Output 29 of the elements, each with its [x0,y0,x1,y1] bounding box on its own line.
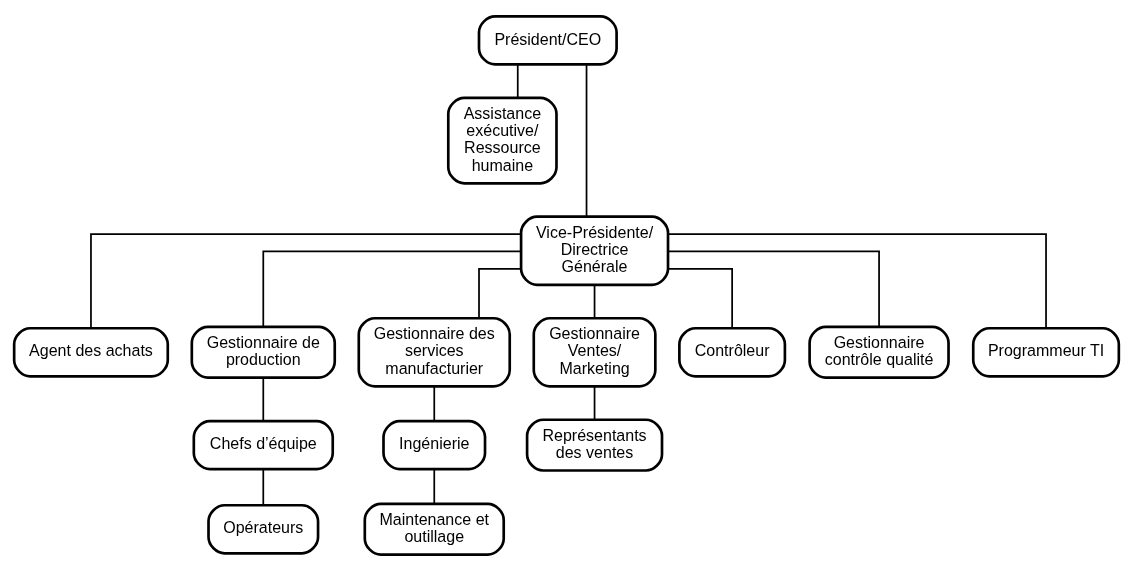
connector [516,63,519,99]
connector [478,267,522,319]
node-box: Gestionnaire Ventes/ Marketing [532,316,657,388]
node-box: Programmeur TI [971,326,1121,378]
node-box: Contrôleur [678,326,787,378]
connector [585,63,588,218]
connector [593,386,596,421]
node-box: Agent des achats [12,326,170,378]
node-box: Assistance exécutive/ Ressource humaine [446,96,558,185]
connector [262,377,265,422]
connector [90,233,522,329]
connector [667,233,1047,329]
node-box: Ingénierie [382,419,487,471]
connector [667,250,880,328]
connector [593,284,596,319]
node-box: Président/CEO [477,15,618,66]
connector [667,267,733,329]
node-box: Vice-Présidente/ Directrice Générale [519,215,670,287]
node-box: Maintenance et outillage [363,502,506,556]
node-box: Gestionnaire de production [190,325,337,379]
connector [262,250,522,328]
node-box: Gestionnaire contrôle qualité [808,325,950,379]
connector [433,386,436,422]
node-box: Chefs d’équipe [192,419,335,471]
connector [262,468,265,506]
connector [433,468,436,505]
node-box: Opérateurs [207,503,320,555]
node-box: Gestionnaire des services manufacturier [357,316,512,388]
node-box: Représentants des ventes [525,418,664,472]
